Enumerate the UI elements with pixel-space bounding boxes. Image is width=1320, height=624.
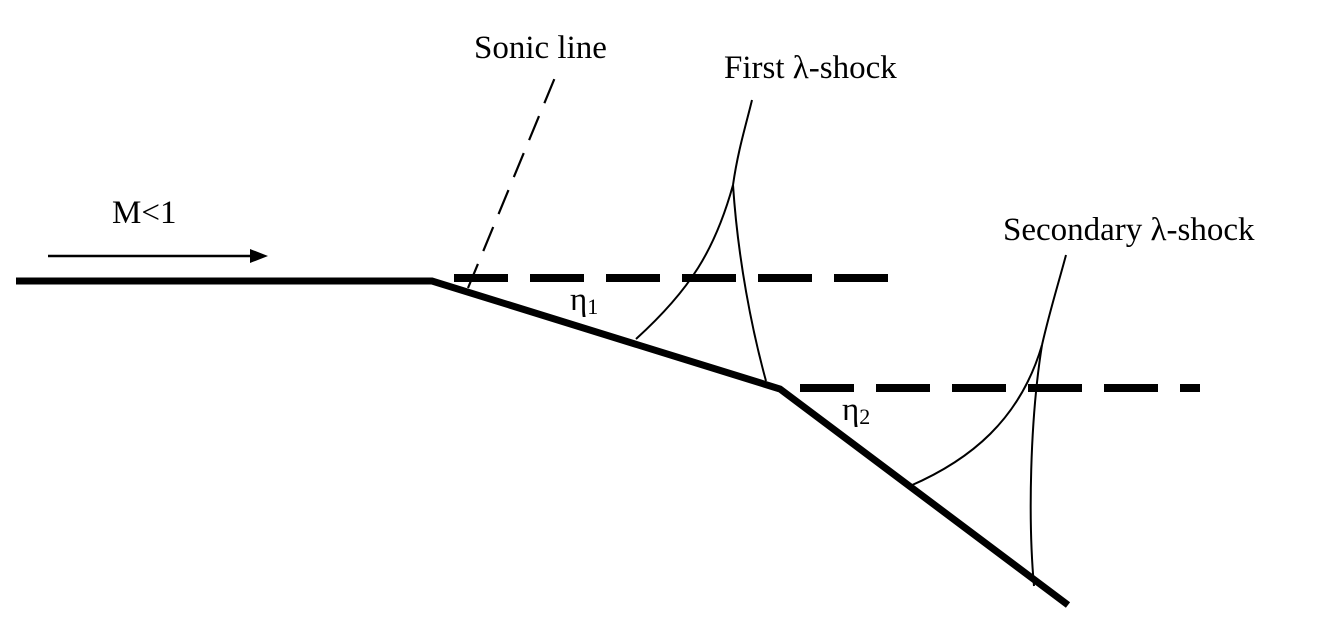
secondary-lambda-shock [909,254,1067,587]
flow-direction-arrow [48,249,268,263]
mach-number-label: M<1 [112,195,176,231]
ramp-angle-1-label: η1 [570,282,598,319]
secondary-shock-label: Secondary λ-shock [1003,212,1255,248]
sonic-line-label: Sonic line [474,30,607,66]
wall-surface [16,277,1071,608]
ramp-angle-2-label: η2 [842,392,870,429]
first-shock-label: First λ-shock [724,50,897,86]
first-lambda-shock [635,99,767,382]
sonic-line [466,74,558,289]
